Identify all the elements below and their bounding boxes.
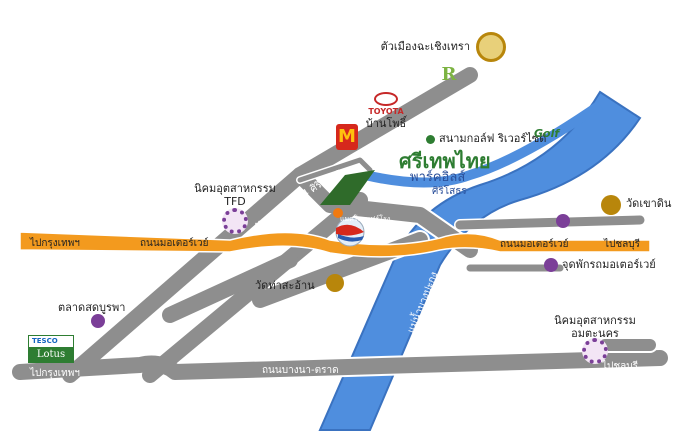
wat-tha-sa-an-label: วัดท่าสะอ้าน xyxy=(255,279,315,292)
amata-label-line1: นิคมอุตสาหกรรม xyxy=(554,314,636,327)
industrial-estate-icon xyxy=(222,208,248,234)
interchange-ribbon-blue xyxy=(338,234,364,242)
toyota-name: บ้านโพธิ์ xyxy=(365,117,407,130)
restaurant-icon xyxy=(544,258,558,272)
project-site xyxy=(320,170,375,205)
temple-icon xyxy=(326,274,344,292)
motorway-left-label: ไปกรุงเทพฯ xyxy=(30,238,80,249)
motorway-right-label: ไปชลบุรี xyxy=(604,239,641,250)
project-subtitle: พาร์คอิลส์ xyxy=(410,170,466,185)
industrial-estate-icon xyxy=(582,338,608,364)
temple-icon xyxy=(476,32,506,62)
golf-dot-icon xyxy=(426,135,435,144)
orange-dot xyxy=(333,208,343,218)
lotus-text: Lotus xyxy=(29,347,73,362)
rest-stop-label: จุดพักรถมอเตอร์เวย์ xyxy=(562,258,656,271)
motorway-mid-right-label: ถนนมอเตอร์เวย์ xyxy=(500,239,569,250)
project-area: ศิริโสธร xyxy=(432,186,467,197)
robinson-logo-icon: R xyxy=(441,64,457,85)
project-name: ศรีเทพไทย xyxy=(399,149,491,173)
market-label: ตลาดสดบูรพา xyxy=(58,301,126,314)
toyota-brand: TOYOTA xyxy=(368,107,404,116)
river-inner xyxy=(363,100,603,188)
landmark-city-label: ตัวเมืองฉะเชิงเทรา xyxy=(380,40,470,53)
shopping-basket-icon xyxy=(91,314,105,328)
interchange-label: แมคโครแฟร์โรง xyxy=(340,215,391,223)
toyota-logo-icon xyxy=(374,92,398,106)
motorway-mid-label: ถนนมอเตอร์เวย์ xyxy=(140,238,209,249)
bangna-mid-label: ถนนบางนา-ตราด xyxy=(262,365,339,376)
golf-logo-icon: Golf xyxy=(534,127,560,140)
wat-khao-din-label: วัดเขาดิน xyxy=(626,197,672,210)
tesco-text: TESCO xyxy=(32,337,58,345)
bangna-right-label: ไปชลบุรี xyxy=(602,361,639,372)
bangna-left-label: ไปกรุงเทพฯ xyxy=(30,368,80,379)
restaurant-icon xyxy=(556,214,570,228)
motorway xyxy=(19,231,651,258)
interchange-ribbon xyxy=(336,224,364,236)
tfd-label-line1: นิคมอุตสาหกรรม xyxy=(194,182,276,195)
tesco-lotus-logo: TESCO Lotus xyxy=(28,335,74,363)
golf-label: สนามกอล์ฟ ริเวอร์ไซด์ xyxy=(439,132,547,145)
temple-icon xyxy=(601,195,621,215)
tfd-label-line2: TFD xyxy=(224,195,246,208)
river-bangpakong xyxy=(318,90,642,431)
amata-label-line2: อมตะนคร xyxy=(571,327,619,340)
mcdonalds-logo-icon: M xyxy=(336,124,358,150)
